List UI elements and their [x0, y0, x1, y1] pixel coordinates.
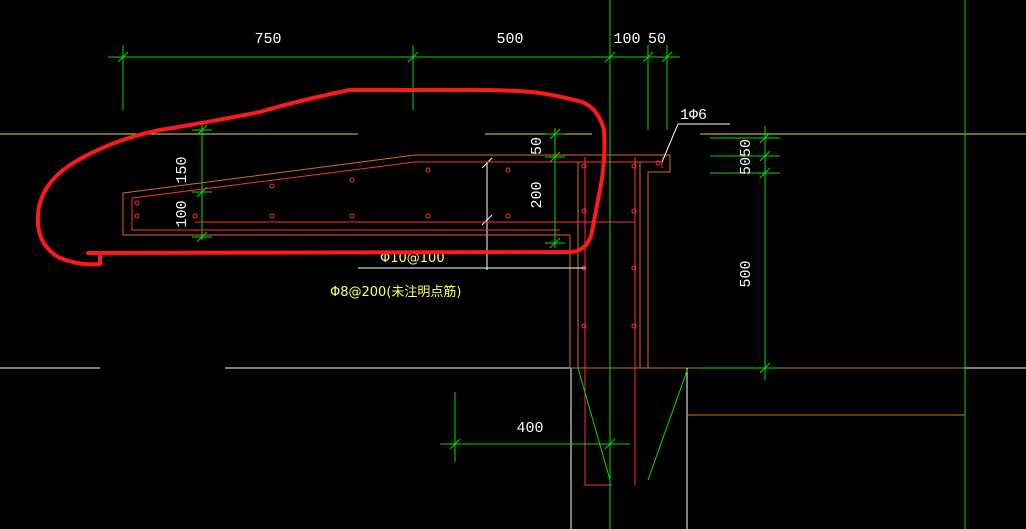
dim-label-500: 500: [496, 31, 523, 48]
column-break-1: [577, 367, 611, 481]
dim-label-750: 750: [254, 31, 281, 48]
rebar-dot: [655, 160, 661, 166]
rebar-dot: [505, 167, 511, 173]
rebar-dot: [581, 323, 587, 329]
rebar-dot: [349, 213, 355, 219]
rebar-dots: [134, 160, 661, 329]
cantilever-slab-outline: [122, 154, 671, 369]
note-main-bar: Φ10@100: [380, 251, 445, 266]
dim-tick-a: [196, 124, 208, 136]
dim-label-50: 50: [648, 31, 666, 48]
right-dim-tick-4: [759, 362, 771, 374]
rebar-dot: [581, 163, 587, 169]
revision-cloud-markup: [35, 87, 607, 267]
top-dim-tick-3: [604, 51, 616, 63]
dim-label-5050: 5050: [738, 139, 755, 175]
bar-notes: Φ10@100 Φ8@200(未注明点筋): [330, 251, 585, 300]
rebar-dot: [134, 200, 140, 206]
rebar-dot: [269, 213, 275, 219]
dim-label-500-vertical: 500: [738, 260, 755, 287]
rebar: [131, 157, 689, 486]
rebar-dot: [269, 183, 275, 189]
rebar-dot: [134, 213, 140, 219]
rebar-dot: [581, 208, 587, 214]
rebar-dot: [631, 163, 637, 169]
note-1phi6: 1Φ6: [680, 107, 707, 124]
rebar-dot: [425, 167, 431, 173]
leader-tick-1: [481, 157, 493, 169]
top-dimension-chain: 750 500 100 50: [108, 31, 680, 130]
column-break-2: [647, 367, 689, 481]
rebar-dot: [192, 213, 198, 219]
leader-1phi6: 1Φ6: [661, 107, 730, 163]
note-distribution-bar: Φ8@200(未注明点筋): [330, 284, 461, 300]
right-dimension-chain: 5050 500: [700, 126, 780, 380]
dim-tick-e: [549, 151, 561, 163]
bottom-dim-tick-1: [449, 438, 461, 450]
concrete-outline: [122, 154, 671, 369]
rebar-dot: [505, 213, 511, 219]
dim-tick-d: [549, 128, 561, 140]
dim-tick-f: [549, 237, 561, 249]
rebar-dot: [425, 213, 431, 219]
rebar-dot: [631, 323, 637, 329]
leader-1phi6-line: [661, 123, 679, 163]
right-dim-tick-1: [759, 132, 771, 144]
rebar-dot: [631, 208, 637, 214]
slab-bottom-bar: [131, 198, 560, 231]
top-dim-tick-5: [661, 51, 673, 63]
top-dim-tick-4: [642, 51, 654, 63]
rebar-dot: [631, 265, 637, 271]
dim-label-50-vertical: 50: [529, 137, 546, 155]
bottom-dim-tick-2: [604, 438, 616, 450]
top-dim-tick-1: [117, 51, 129, 63]
rebar-dot: [349, 177, 355, 183]
slab-top-bar: [131, 161, 663, 199]
bottom-dimension: 400: [440, 392, 630, 462]
right-dim-tick-3: [759, 167, 771, 179]
dim-label-100-vertical: 100: [174, 200, 191, 227]
dim-label-400: 400: [516, 420, 543, 437]
slab-vertical-dimensions: 150 100 50 200: [174, 124, 565, 270]
right-dim-tick-2: [759, 150, 771, 162]
leader-tick-2: [481, 214, 493, 226]
top-dim-tick-2: [407, 51, 419, 63]
dim-tick-c: [196, 231, 208, 243]
dim-label-200: 200: [529, 181, 546, 208]
dim-label-150: 150: [174, 156, 191, 183]
dim-label-100: 100: [613, 31, 640, 48]
